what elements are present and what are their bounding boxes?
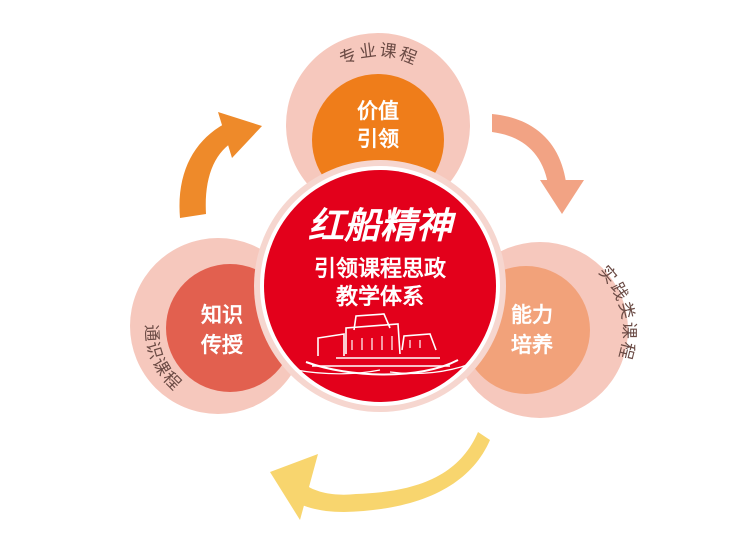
cycle-arrow-icon-top-left [179, 112, 262, 218]
node-right-line2: 培养 [511, 333, 553, 357]
cycle-arrow-icon-top-right [492, 114, 584, 214]
center-line1: 引领课程思政 [314, 256, 447, 282]
cycle-arrow-icon-bottom [270, 432, 490, 520]
center-circle [264, 170, 496, 402]
node-top-line1: 价值 [357, 99, 399, 123]
node-left-line1: 知识 [201, 303, 243, 327]
red-boat-icon [295, 313, 471, 376]
brand-title: 红船精神 [308, 205, 457, 247]
center-line2: 教学体系 [336, 284, 424, 310]
node-right-line1: 能力 [511, 303, 553, 327]
node-left-line2: 传授 [200, 333, 244, 357]
center-hub: 红船精神 引领课程思政 教学体系 [254, 160, 506, 412]
node-top-line2: 引领 [357, 127, 399, 151]
